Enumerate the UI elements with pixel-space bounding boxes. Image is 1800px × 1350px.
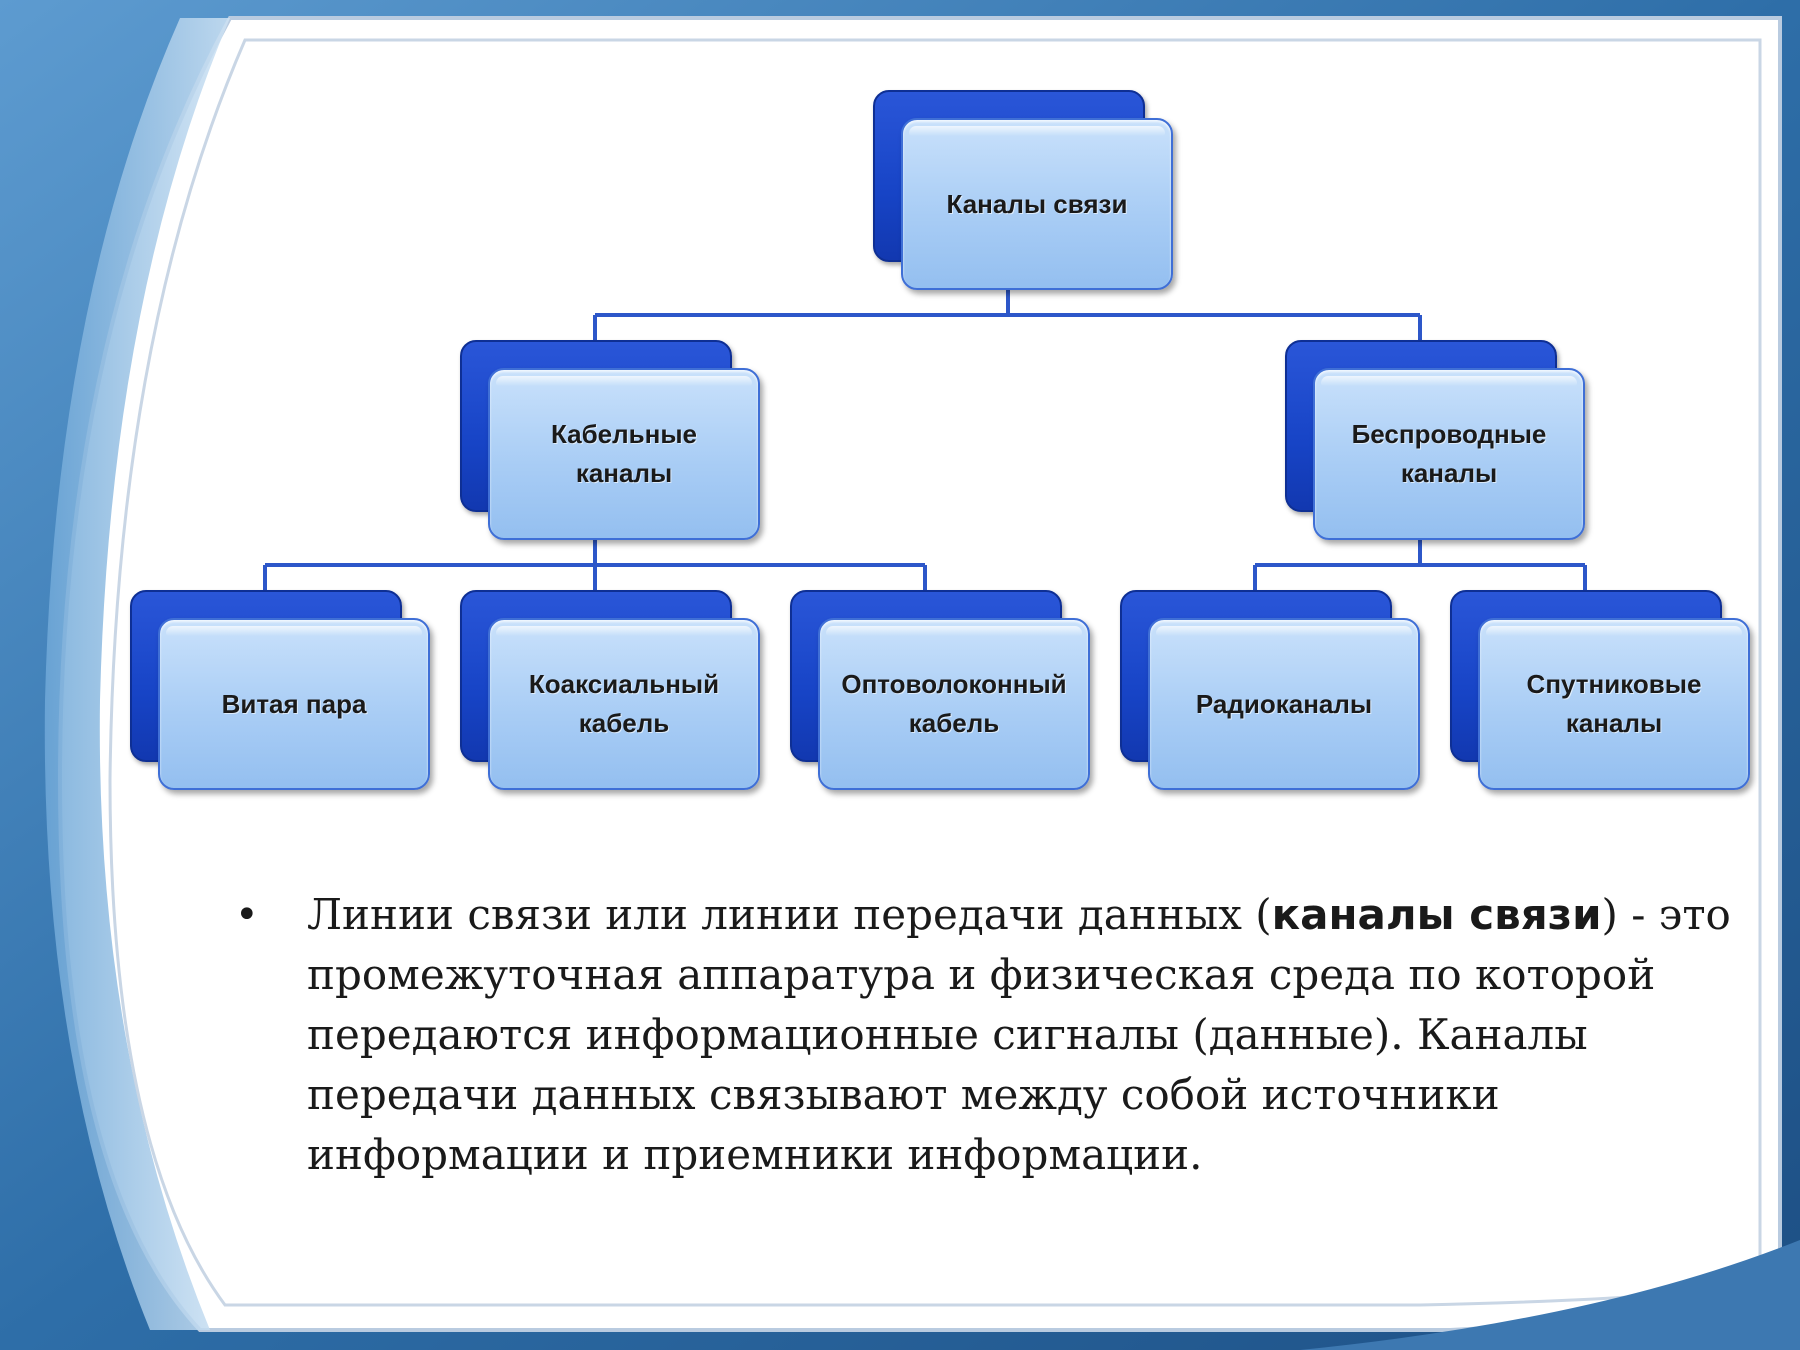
node-root: Каналы связи: [873, 90, 1173, 290]
node-radio-channels-label: Радиоканалы: [1195, 688, 1373, 719]
node-coaxial-cable-label: Коаксиальный кабель: [528, 669, 720, 738]
node-twisted-pair: Витая пара: [130, 590, 430, 790]
definition-text-before: Линии связи или линии передачи данных (: [307, 890, 1272, 939]
node-twisted-pair-label: Витая пара: [221, 688, 367, 719]
node-radio-channels: Радиоканалы: [1120, 590, 1420, 790]
node-satellite-channels-label: Спутниковые каналы: [1526, 669, 1702, 738]
definition-text-after: ) - это промежуточная аппаратура и физич…: [307, 890, 1731, 1179]
definition-emphasis: каналы связи: [1271, 890, 1602, 939]
node-fiber-optic-cable-label: Оптоволоконный кабель: [841, 669, 1067, 738]
node-fiber-optic-cable: Оптоволоконный кабель: [790, 590, 1090, 790]
definition-paragraph: • Линии связи или линии передачи данных …: [235, 885, 1755, 1185]
node-satellite-channels: Спутниковые каналы: [1450, 590, 1750, 790]
node-cable-channels-label: Кабельные каналы: [550, 419, 698, 488]
node-cable-channels: Кабельные каналы: [460, 340, 760, 540]
node-wireless-channels: Беспроводные каналы: [1285, 340, 1585, 540]
definition-text: Линии связи или линии передачи данных (к…: [307, 885, 1755, 1185]
node-root-label: Каналы связи: [946, 188, 1128, 219]
node-wireless-channels-label: Беспроводные каналы: [1351, 419, 1547, 488]
node-coaxial-cable: Коаксиальный кабель: [460, 590, 760, 790]
bullet-icon: •: [235, 892, 259, 938]
